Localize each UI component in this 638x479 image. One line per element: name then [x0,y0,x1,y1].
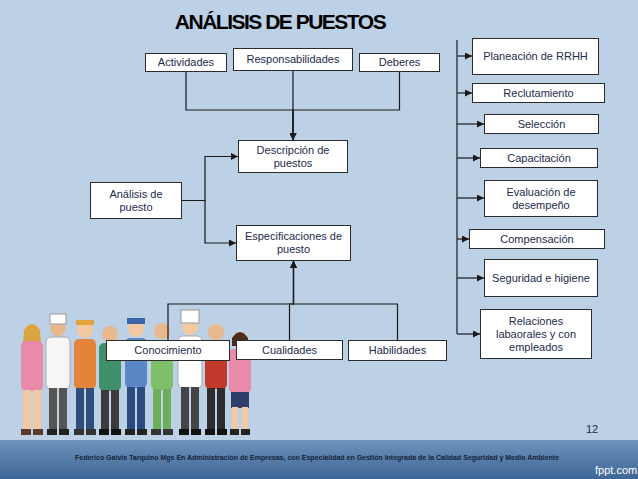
author-note: Federico Galvis Tarquino Mgs En Administ… [75,454,559,461]
box-text: Especificaciones de puesto [240,230,347,256]
process-box: Responsabilidades [233,48,353,71]
box-text: Capacitación [507,152,571,165]
connector-arrow [294,261,398,340]
process-box: Cualidades [236,340,343,360]
box-text: Conocimiento [134,344,201,357]
slide-number: 12 [586,423,598,435]
process-box: Análisis de puesto [90,182,182,219]
process-box: Conocimiento [106,340,230,361]
connector-arrow [168,261,294,340]
process-box: Habilidades [348,340,447,361]
box-text: Análisis de puesto [94,188,178,214]
process-box: Especificaciones de puesto [236,225,351,261]
process-box: Seguridad e higiene [484,259,598,297]
box-text: Planeación de RRHH [483,50,588,63]
box-text: Responsabilidades [247,53,340,66]
connector-arrow [186,72,293,140]
process-box: Compensación [469,229,605,249]
box-text: Actividades [158,56,214,69]
people-illustration [21,310,251,435]
box-text: Reclutamiento [503,87,573,100]
process-box: Relaciones labaorales y con empleados [480,309,592,359]
process-box: Evaluación de desempeño [484,180,598,217]
box-text: Evaluación de desempeño [488,186,594,212]
box-text: Seguridad e higiene [492,272,590,285]
process-box: Deberes [359,53,440,72]
process-box: Descripción de puestos [238,140,348,173]
connector-arrow [182,157,238,201]
box-text: Habilidades [369,344,426,357]
box-text: Descripción de puestos [242,144,344,170]
box-text: Cualidades [262,344,317,357]
box-text: Deberes [379,56,421,69]
process-box: Selección [484,114,599,134]
connector-arrow [293,72,400,140]
watermark: fppt.com [595,464,637,476]
process-box: Reclutamiento [472,83,605,103]
box-text: Selección [518,118,566,131]
title: ANÁLISIS DE PUESTOS [150,10,410,34]
box-text: Relaciones labaorales y con empleados [484,315,588,354]
process-box: Capacitación [480,148,598,168]
connector-arrow [182,201,236,244]
process-box: Planeación de RRHH [472,38,599,75]
box-text: Compensación [500,233,573,246]
process-box: Actividades [145,53,227,72]
